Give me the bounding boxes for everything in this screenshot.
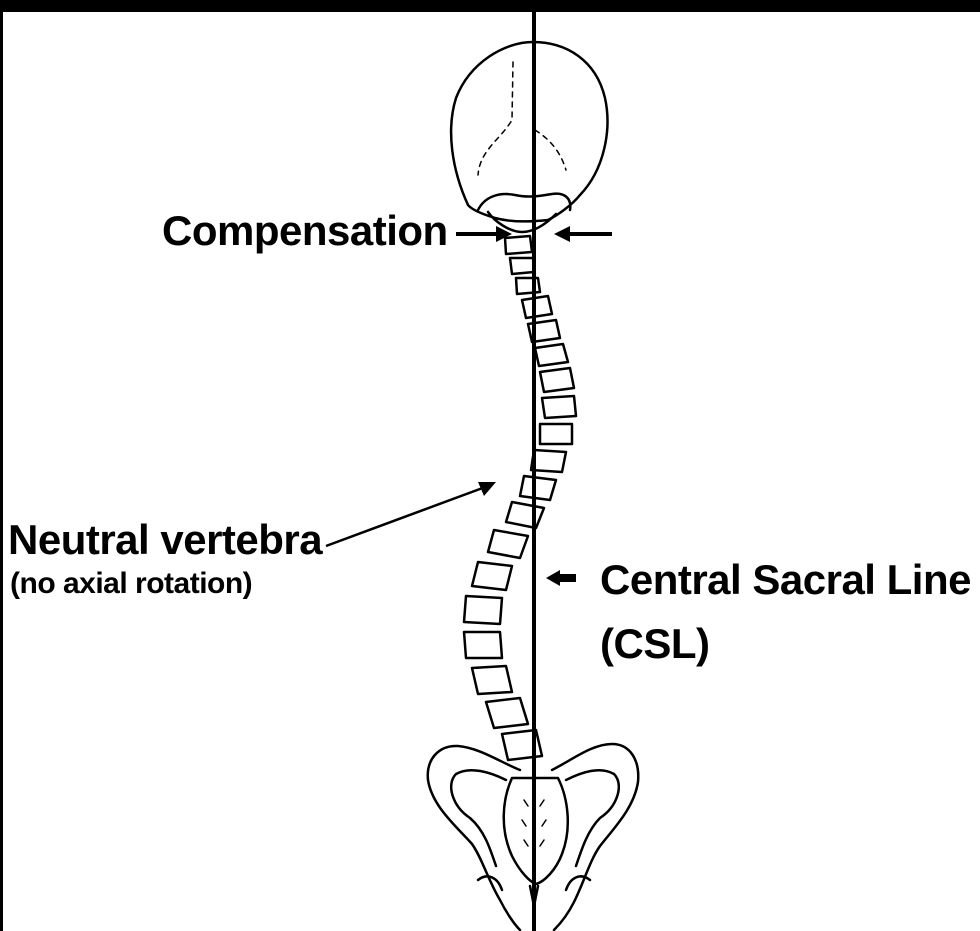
pelvis-right-wing-inner bbox=[566, 770, 619, 866]
vertebra-c bbox=[505, 236, 532, 254]
pelvis-right-wing bbox=[552, 744, 638, 930]
vertebra-l bbox=[486, 698, 528, 728]
vertebra-c bbox=[516, 278, 540, 294]
vertebra-l bbox=[472, 666, 512, 694]
vertebra-l bbox=[464, 632, 502, 658]
skull-base bbox=[478, 194, 570, 210]
csl-pointer bbox=[546, 570, 576, 586]
vertebra-t bbox=[520, 476, 556, 500]
vertebra-t bbox=[522, 296, 552, 318]
vertebra-t bbox=[506, 502, 544, 528]
central-sacral-line-label: Central Sacral Line bbox=[600, 556, 971, 604]
vertebra-l bbox=[488, 530, 528, 558]
skull-outline bbox=[451, 42, 607, 221]
compensation-label: Compensation bbox=[162, 207, 448, 255]
vertebra-t bbox=[540, 368, 574, 392]
vertebra-t bbox=[542, 396, 576, 418]
vertebra-t bbox=[535, 344, 568, 366]
vertebra-l bbox=[464, 596, 502, 624]
vertebra-t bbox=[531, 450, 566, 472]
vertebra-t bbox=[540, 424, 572, 444]
pelvis-left-wing-inner bbox=[451, 770, 506, 866]
central-sacral-line-abbr: (CSL) bbox=[600, 620, 709, 668]
vertebra-l bbox=[472, 562, 512, 590]
skull-suture-dashed bbox=[478, 62, 566, 175]
neutral-vertebra-note: (no axial rotation) bbox=[10, 567, 252, 601]
vertebra-c bbox=[510, 258, 534, 274]
neutral-vertebra-label: Neutral vertebra bbox=[8, 516, 322, 564]
neutral-vertebra-pointer bbox=[326, 482, 496, 546]
